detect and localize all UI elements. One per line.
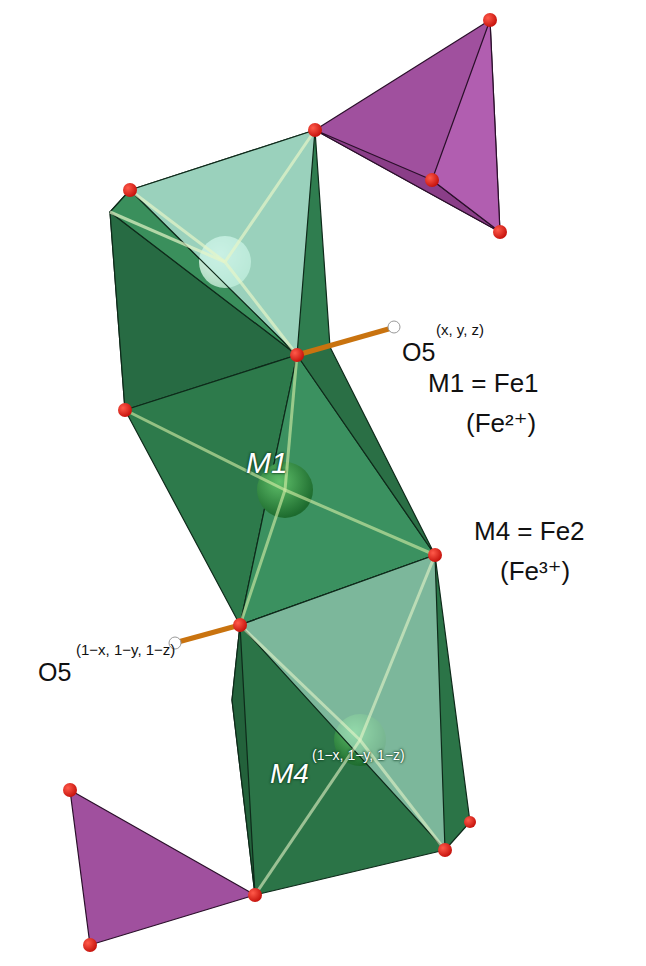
atom-label: O5 bbox=[38, 660, 71, 685]
symmetry-superscript: (x, y, z) bbox=[436, 322, 484, 337]
oxygen-atom bbox=[63, 13, 507, 952]
site-assignment: M1 = Fe1 bbox=[428, 370, 539, 396]
site-assignment: M4 = Fe2 bbox=[474, 518, 585, 544]
octahedron-m4 bbox=[232, 555, 470, 895]
symmetry-superscript: (1−x, 1−y, 1−z) bbox=[76, 642, 175, 657]
atom-label: O5 bbox=[402, 340, 435, 365]
site-label: M4 bbox=[270, 760, 309, 788]
hydroxyl-bond bbox=[169, 321, 400, 649]
oxidation-state: (Fe³⁺) bbox=[500, 558, 570, 584]
symmetry-superscript: (1−x, 1−y, 1−z) bbox=[312, 748, 405, 762]
oxidation-state: (Fe²⁺) bbox=[466, 410, 536, 436]
tetrahedron bbox=[315, 20, 500, 232]
tetrahedron bbox=[70, 790, 255, 945]
site-label: M1 bbox=[246, 448, 288, 478]
